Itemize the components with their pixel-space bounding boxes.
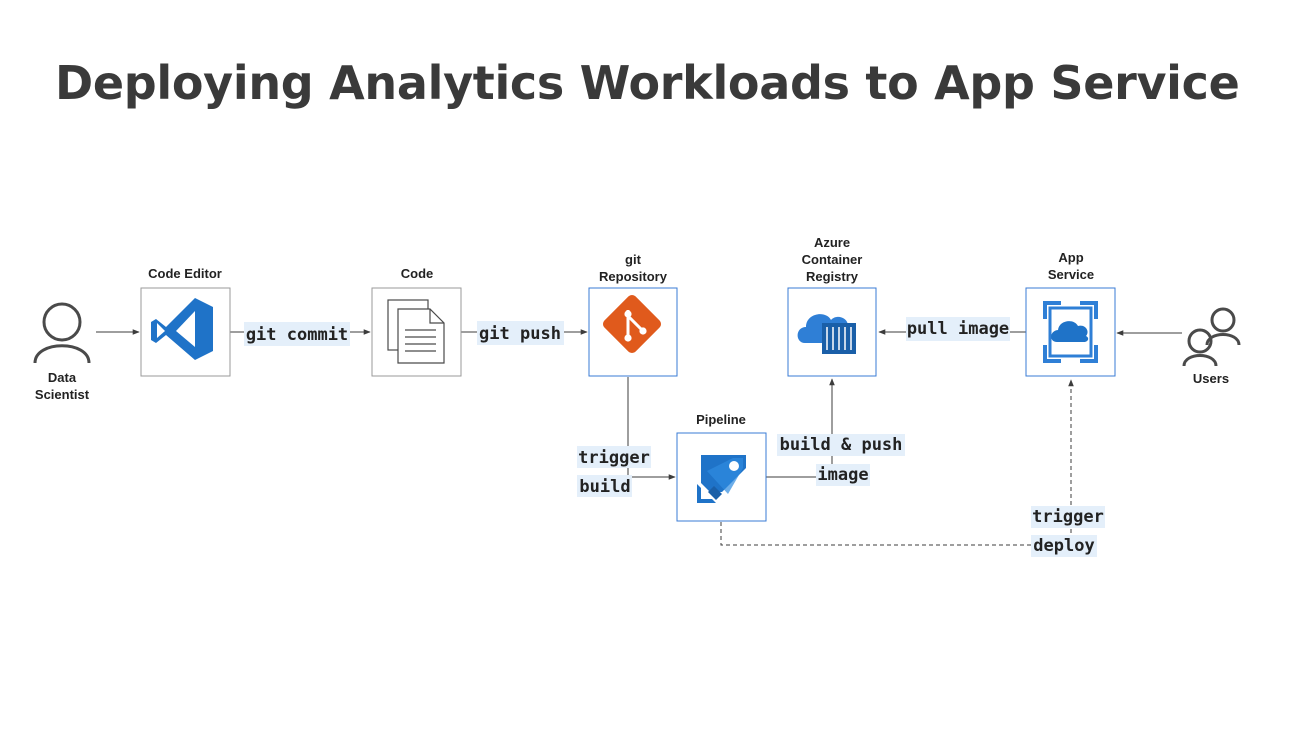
document-icon — [387, 299, 445, 364]
git-repo-label-line1: git — [625, 252, 642, 267]
users-icon — [1182, 307, 1241, 367]
git-icon — [602, 294, 662, 354]
app-service-label-line2: Service — [1048, 267, 1094, 282]
label-highlight — [477, 321, 564, 345]
node-container-registry: Azure Container Registry — [787, 235, 877, 377]
node-git-repository: git Repository — [588, 252, 678, 377]
person-icon — [33, 302, 91, 364]
acr-label-line3: Registry — [806, 269, 859, 284]
acr-label-line1: Azure — [814, 235, 850, 250]
label-highlight — [777, 434, 905, 456]
git-push-label: git push — [479, 324, 561, 344]
label-highlight — [577, 475, 632, 497]
code-label: Code — [401, 266, 434, 281]
acr-label-line2: Container — [802, 252, 863, 267]
git-repo-label-line2: Repository — [599, 269, 668, 284]
trigger-build-label-line2: build — [579, 477, 630, 497]
node-users: Users — [1182, 307, 1241, 386]
container-registry-icon — [797, 314, 856, 354]
edge-pipeline-to-acr — [766, 378, 835, 478]
node-data-scientist: Data Scientist — [33, 302, 91, 402]
trigger-build-label-line1: trigger — [578, 448, 650, 468]
trigger-deploy-label-line2: deploy — [1033, 536, 1094, 556]
label-highlight — [1031, 535, 1097, 557]
node-pipeline: Pipeline — [676, 412, 767, 522]
node-code-editor: Code Editor — [140, 266, 231, 377]
data-scientist-label-line2: Scientist — [35, 387, 90, 402]
data-scientist-label-line1: Data — [48, 370, 77, 385]
build-push-label-line2: image — [817, 465, 868, 485]
label-highlight — [816, 464, 870, 486]
node-code: Code — [371, 266, 462, 377]
trigger-deploy-label-line1: trigger — [1032, 507, 1104, 527]
label-highlight — [244, 322, 350, 346]
users-label: Users — [1193, 371, 1229, 386]
azure-pipelines-icon — [697, 455, 746, 503]
build-push-label-line1: build & push — [780, 435, 903, 455]
edge-labels: git commit git push trigger build build … — [244, 317, 1105, 557]
code-editor-label: Code Editor — [148, 266, 222, 281]
label-highlight — [577, 446, 651, 468]
pipeline-label: Pipeline — [696, 412, 746, 427]
app-service-icon — [1043, 301, 1098, 363]
git-commit-label: git commit — [246, 325, 348, 345]
vscode-icon — [151, 298, 213, 360]
node-app-service: App Service — [1025, 250, 1116, 377]
page-title: Deploying Analytics Workloads to App Ser… — [55, 56, 1240, 110]
app-service-label-line1: App — [1058, 250, 1083, 265]
pull-image-label: pull image — [907, 319, 1009, 339]
edge-pipeline-to-appservice — [720, 379, 1074, 546]
label-highlight — [906, 317, 1010, 341]
label-highlight — [1031, 506, 1105, 528]
